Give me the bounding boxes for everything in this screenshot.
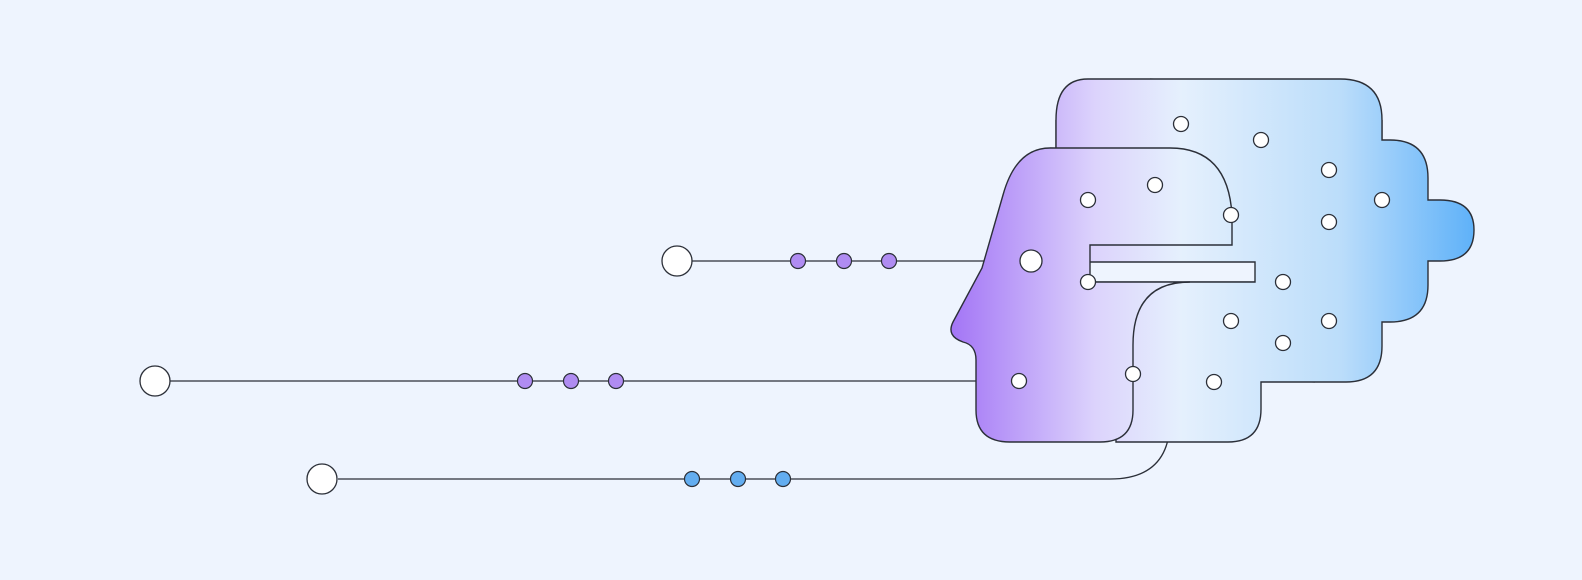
circuit-node: [1274, 273, 1292, 291]
signal-dot: [683, 470, 701, 488]
circuit-node: [1205, 373, 1223, 391]
signal-dot: [774, 470, 792, 488]
circuit-node: [1320, 213, 1338, 231]
circuit-node: [1010, 372, 1028, 390]
signal-dot: [516, 372, 534, 390]
signal-dot: [880, 252, 898, 270]
signal-dot: [729, 470, 747, 488]
signal-dots: [516, 252, 898, 488]
circuit-node: [1079, 273, 1097, 291]
circuit-node: [1079, 191, 1097, 209]
circuit-node: [1124, 365, 1142, 383]
circuit-node: [1146, 176, 1164, 194]
signal-dot: [562, 372, 580, 390]
signal-origin-lower: [306, 463, 338, 495]
circuit-node: [1252, 131, 1270, 149]
signal-dot: [789, 252, 807, 270]
circuit-node: [1320, 161, 1338, 179]
signal-origin-upper: [661, 245, 693, 277]
circuit-node: [1019, 249, 1043, 273]
signal-origin-middle: [139, 365, 171, 397]
circuit-nodes: [139, 115, 1391, 495]
circuit-node: [1373, 191, 1391, 209]
circuit-node: [1320, 312, 1338, 330]
circuit-node: [1274, 334, 1292, 352]
circuit-node: [1222, 312, 1240, 330]
signal-dot: [607, 372, 625, 390]
circuit-node: [1172, 115, 1190, 133]
circuit-node: [1222, 206, 1240, 224]
signal-dot: [835, 252, 853, 270]
